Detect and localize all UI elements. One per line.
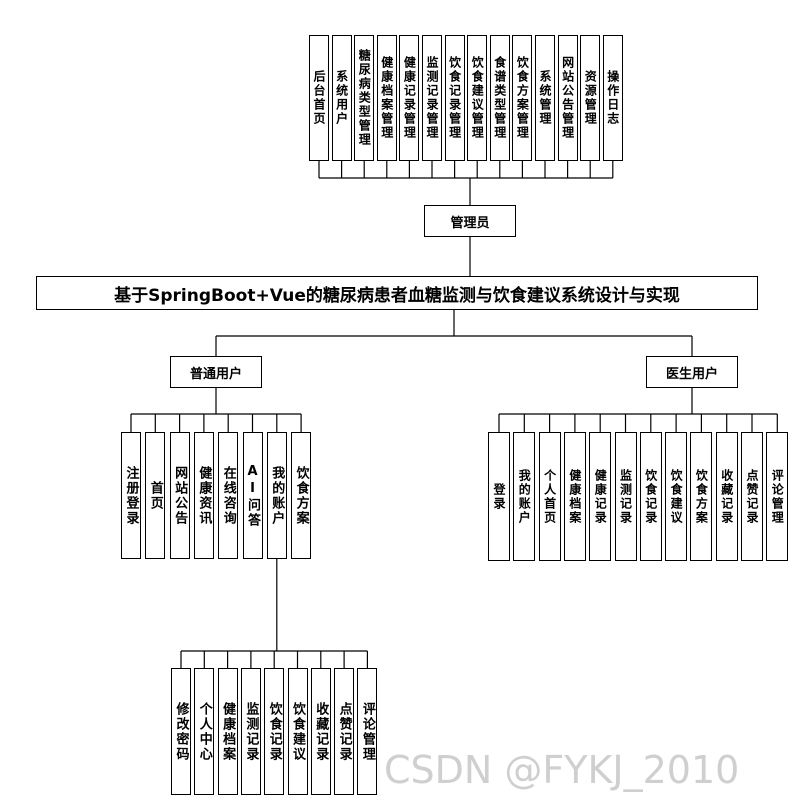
module-box: 饮食建议管理 <box>467 35 488 161</box>
system-title: 基于SpringBoot+Vue的糖尿病患者血糖监测与饮食建议系统设计与实现 <box>114 285 680 306</box>
doctor-role-label: 医生用户 <box>665 366 718 382</box>
watermark: CSDN @FYKJ_2010 <box>384 748 740 792</box>
module-box: 我的账户 <box>266 432 287 559</box>
module-box: 系统用户 <box>331 35 352 161</box>
module-box: 个人首页 <box>538 432 561 561</box>
module-box: 系统管理 <box>535 35 555 161</box>
module-box: 饮食记录管理 <box>444 35 465 161</box>
module-box: 点赞记录 <box>334 668 355 795</box>
module-box: 饮食方案 <box>690 432 713 561</box>
module-box: 资源管理 <box>580 35 601 161</box>
admin-role-box: 管理员 <box>424 205 516 237</box>
module-box: 糖尿病类型管理 <box>354 35 375 161</box>
module-box: 我的账户 <box>513 432 536 561</box>
module-box: 后台首页 <box>309 35 329 161</box>
module-box: 饮食记录 <box>264 668 285 795</box>
module-box: 登录 <box>488 432 510 561</box>
module-box: 注册登录 <box>121 432 141 559</box>
module-box: 监测记录 <box>240 668 261 795</box>
module-box: 收藏记录 <box>715 432 738 561</box>
module-box: 评论管理 <box>357 668 378 795</box>
module-box: 监测记录管理 <box>422 35 442 161</box>
module-box: 健康档案管理 <box>376 35 397 161</box>
user-role-label: 普通用户 <box>189 366 242 382</box>
module-box: 网站公告 <box>169 432 190 559</box>
module-box: 健康记录 <box>589 432 612 561</box>
module-box: 健康档案 <box>217 668 238 795</box>
module-box: 收藏记录 <box>310 668 331 795</box>
admin-role-label: 管理员 <box>450 215 490 231</box>
module-box: 个人中心 <box>194 668 215 795</box>
module-box: 食谱类型管理 <box>489 35 510 161</box>
module-box: 饮食建议 <box>665 432 688 561</box>
module-box: 操作日志 <box>602 35 623 161</box>
doctor-role-box: 医生用户 <box>646 356 738 388</box>
module-box: 点赞记录 <box>741 432 763 561</box>
module-box: 网站公告管理 <box>557 35 578 161</box>
module-box: 饮食记录 <box>639 432 662 561</box>
module-box: 饮食方案管理 <box>512 35 533 161</box>
module-box: 评论管理 <box>766 432 789 561</box>
module-box: 首页 <box>145 432 166 559</box>
module-box: AI问答 <box>242 432 263 559</box>
system-title-box: 基于SpringBoot+Vue的糖尿病患者血糖监测与饮食建议系统设计与实现 <box>36 276 758 310</box>
module-box: 饮食方案 <box>291 432 312 559</box>
module-box: 健康记录管理 <box>399 35 420 161</box>
module-box: 健康资讯 <box>193 432 214 559</box>
module-box: 健康档案 <box>563 432 586 561</box>
module-box: 饮食建议 <box>287 668 308 795</box>
module-box: 在线咨询 <box>218 432 239 559</box>
user-role-box: 普通用户 <box>170 356 262 388</box>
module-box: 修改密码 <box>171 668 191 795</box>
module-box: 监测记录 <box>614 432 637 561</box>
